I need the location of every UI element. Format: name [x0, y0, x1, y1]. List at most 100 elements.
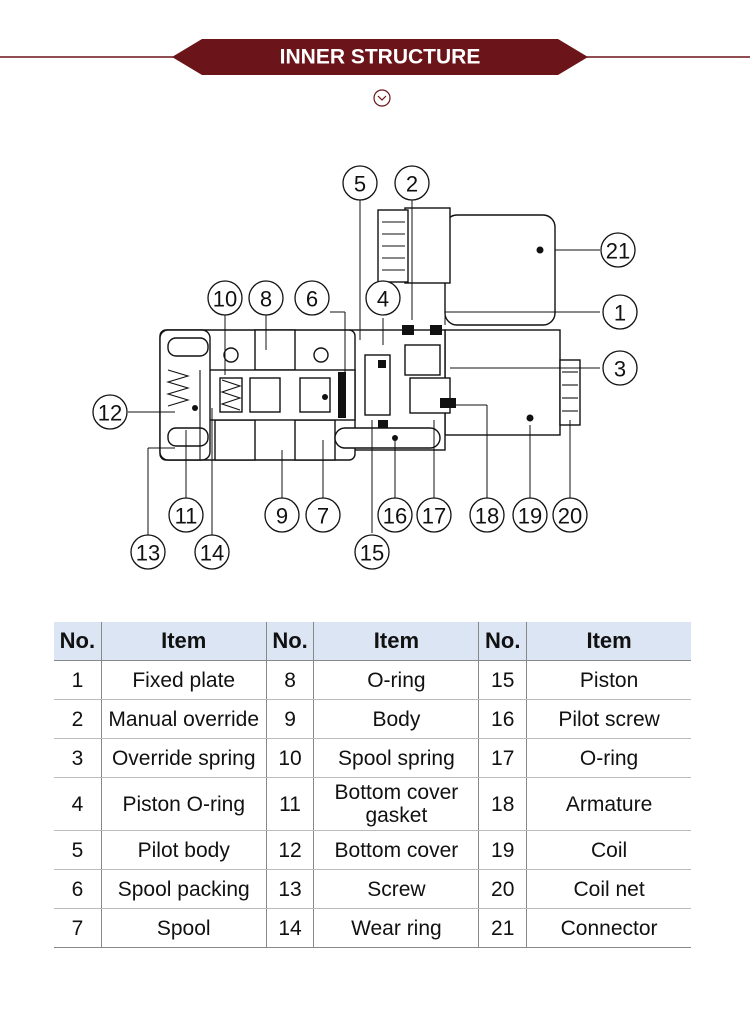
header-no-2: No.: [265, 622, 314, 661]
callout-1: 1: [602, 294, 638, 330]
part-name-cell: Spool spring: [313, 738, 479, 778]
callout-10: 10: [207, 280, 243, 316]
part-name-cell: Bottom cover gasket: [313, 777, 479, 831]
callout-16: 16: [377, 497, 413, 533]
callout-number: 4: [377, 287, 389, 312]
part-name-cell: Connector: [526, 908, 691, 948]
callout-9: 9: [264, 497, 300, 533]
callout-number: 21: [606, 239, 630, 264]
header-no-3: No.: [478, 622, 527, 661]
part-number-cell: 10: [265, 738, 314, 778]
part-name-cell: Bottom cover: [313, 830, 479, 870]
coil-drawing: [444, 329, 581, 436]
header-item-3: Item: [526, 622, 691, 661]
part-number-cell: 14: [265, 908, 314, 948]
part-number-cell: 8: [265, 660, 314, 700]
callout-13: 13: [130, 534, 166, 570]
callout-5: 5: [342, 165, 378, 201]
callout-12: 12: [92, 394, 128, 430]
part-name-cell: Spool: [100, 908, 267, 948]
callout-number: 14: [200, 541, 224, 566]
callout-number: 8: [260, 287, 272, 312]
callout-number: 12: [98, 401, 122, 426]
header-item-2: Item: [313, 622, 479, 661]
part-name-cell: Armature: [526, 777, 691, 831]
part-name-cell: Screw: [313, 869, 479, 909]
callout-15: 15: [354, 534, 390, 570]
callout-14: 14: [194, 534, 230, 570]
part-number-cell: 17: [478, 738, 527, 778]
callout-number: 19: [518, 504, 542, 529]
connector-drawing: [377, 207, 556, 326]
part-number-cell: 2: [54, 699, 102, 739]
part-number-cell: 11: [265, 777, 314, 831]
leader-lines: [128, 198, 600, 535]
section-banner: INNER STRUCTURE: [0, 39, 750, 107]
callout-20: 20: [552, 497, 588, 533]
callout-3: 3: [602, 350, 638, 386]
part-number-cell: 7: [54, 908, 102, 948]
callout-number: 5: [354, 172, 366, 197]
chevron-down-circle-icon[interactable]: [373, 89, 391, 107]
part-number-cell: 18: [478, 777, 527, 831]
part-name-cell: Body: [313, 699, 479, 739]
part-name-cell: Wear ring: [313, 908, 479, 948]
banner-ribbon: [172, 39, 588, 75]
callout-number: 11: [175, 504, 198, 529]
part-number-cell: 5: [54, 830, 102, 870]
callout-8: 8: [248, 280, 284, 316]
callout-number: 1: [614, 301, 626, 326]
part-name-cell: O-ring: [313, 660, 479, 700]
callout-number: 10: [213, 287, 237, 312]
callout-number: 13: [136, 541, 160, 566]
part-number-cell: 13: [265, 869, 314, 909]
callout-2: 2: [394, 165, 430, 201]
callout-number: 7: [317, 504, 329, 529]
part-number-cell: 3: [54, 738, 102, 778]
part-number-cell: 20: [478, 869, 527, 909]
part-number-cell: 4: [54, 777, 102, 831]
part-name-cell: Override spring: [100, 738, 267, 778]
callout-number: 3: [614, 357, 626, 382]
callout-19: 19: [512, 497, 548, 533]
part-name-cell: Pilot body: [100, 830, 267, 870]
part-name-cell: Coil net: [526, 869, 691, 909]
part-number-cell: 6: [54, 869, 102, 909]
callout-17: 17: [416, 497, 452, 533]
callout-7: 7: [305, 497, 341, 533]
part-number-cell: 19: [478, 830, 527, 870]
callout-number: 18: [475, 504, 499, 529]
bottom-cover-drawing: [159, 329, 211, 461]
part-name-cell: Spool packing: [100, 869, 267, 909]
callout-number: 20: [558, 504, 582, 529]
part-name-cell: Coil: [526, 830, 691, 870]
part-number-cell: 1: [54, 660, 102, 700]
header-no-1: No.: [54, 622, 102, 661]
callout-number: 17: [422, 504, 446, 529]
callout-number: 9: [276, 504, 288, 529]
callout-11: 11: [168, 497, 204, 533]
part-number-cell: 21: [478, 908, 527, 948]
part-name-cell: Manual override: [100, 699, 267, 739]
table-header-row: No. Item No. Item No. Item: [54, 622, 691, 661]
callout-number: 2: [406, 172, 418, 197]
callout-18: 18: [469, 497, 505, 533]
part-number-cell: 16: [478, 699, 527, 739]
banner-title: INNER STRUCTURE: [280, 46, 481, 69]
callout-21: 21: [600, 232, 636, 268]
part-name-cell: Piston O-ring: [100, 777, 267, 831]
callout-4: 4: [365, 280, 401, 316]
callout-number: 16: [383, 504, 407, 529]
part-number-cell: 12: [265, 830, 314, 870]
part-number-cell: 9: [265, 699, 314, 739]
